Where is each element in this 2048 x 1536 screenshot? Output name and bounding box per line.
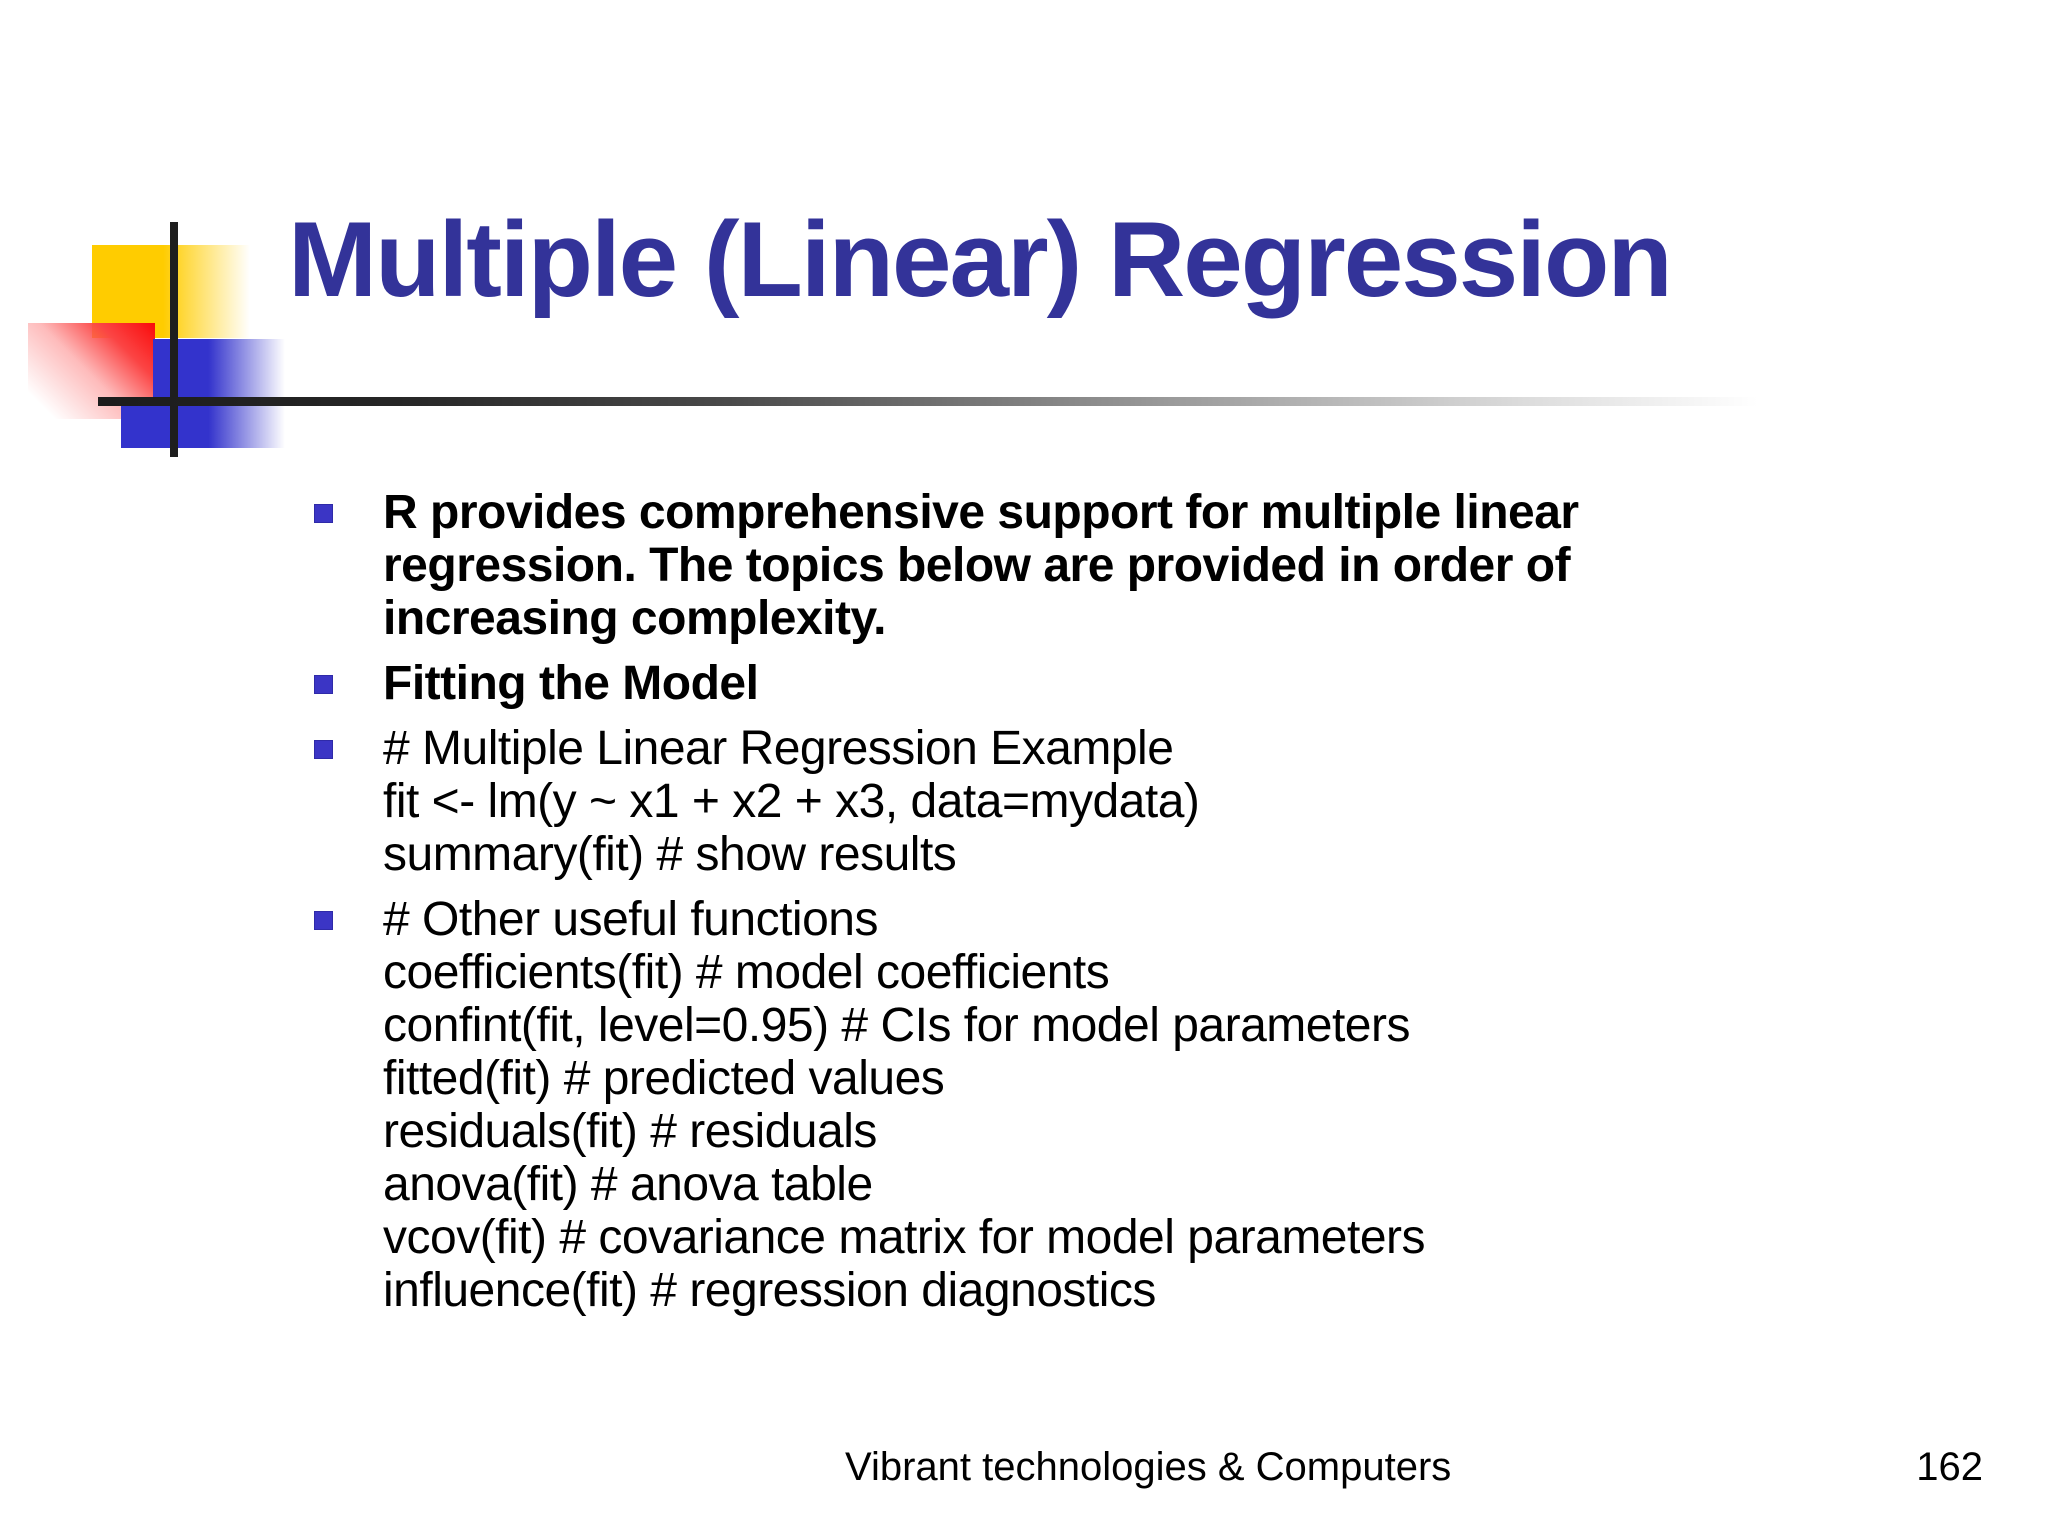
slide-body: R provides comprehensive support for mul… <box>0 486 1579 1329</box>
bullet-square-icon <box>314 911 333 930</box>
bullet-text-line: # Multiple Linear Regression Example <box>383 722 1174 775</box>
deco-crosshair-vertical-line <box>170 222 178 457</box>
bullet-text: R provides comprehensive support for mul… <box>383 486 1579 645</box>
bullet-square-icon <box>314 740 333 759</box>
page-number: 162 <box>1916 1445 1983 1489</box>
bullet-text-line: vcov(fit) # covariance matrix for model … <box>383 1211 1426 1264</box>
bullet-text: # Multiple Linear Regression Example fit… <box>383 722 1200 881</box>
bullet-item-other-functions: # Other useful functions coefficients(fi… <box>314 893 1579 1317</box>
bullet-text-line: regression. The topics below are provide… <box>383 539 1571 592</box>
footer-company-name: Vibrant technologies & Computers <box>845 1445 1452 1489</box>
bullet-list: R provides comprehensive support for mul… <box>0 486 1579 1317</box>
bullet-text-line: anova(fit) # anova table <box>383 1158 873 1211</box>
bullet-text-line: Fitting the Model <box>383 657 759 710</box>
bullet-text-line: residuals(fit) # residuals <box>383 1105 877 1158</box>
bullet-text-line: fit <- lm(y ~ x1 + x2 + x3, data=mydata) <box>383 775 1200 828</box>
bullet-text-line: R provides comprehensive support for mul… <box>383 486 1579 539</box>
bullet-text-line: confint(fit, level=0.95) # CIs for model… <box>383 999 1410 1052</box>
bullet-item-intro: R provides comprehensive support for mul… <box>314 486 1579 645</box>
title-underline-rule <box>98 397 1758 406</box>
bullet-text: # Other useful functions coefficients(fi… <box>383 893 1426 1317</box>
bullet-text-line: influence(fit) # regression diagnostics <box>383 1264 1156 1317</box>
bullet-square-icon <box>314 675 333 694</box>
bullet-item-regression-example: # Multiple Linear Regression Example fit… <box>314 722 1579 881</box>
deco-blue-square-lower <box>121 398 209 448</box>
bullet-text-line: # Other useful functions <box>383 893 878 946</box>
bullet-text-line: fitted(fit) # predicted values <box>383 1052 945 1105</box>
bullet-text-line: increasing complexity. <box>383 592 886 645</box>
slide-title: Multiple (Linear) Regression <box>288 199 1673 319</box>
bullet-text-line: summary(fit) # show results <box>383 828 957 881</box>
bullet-item-fitting-model: Fitting the Model <box>314 657 1579 710</box>
bullet-text: Fitting the Model <box>383 657 759 710</box>
bullet-text-line: coefficients(fit) # model coefficients <box>383 946 1110 999</box>
bullet-square-icon <box>314 504 333 523</box>
